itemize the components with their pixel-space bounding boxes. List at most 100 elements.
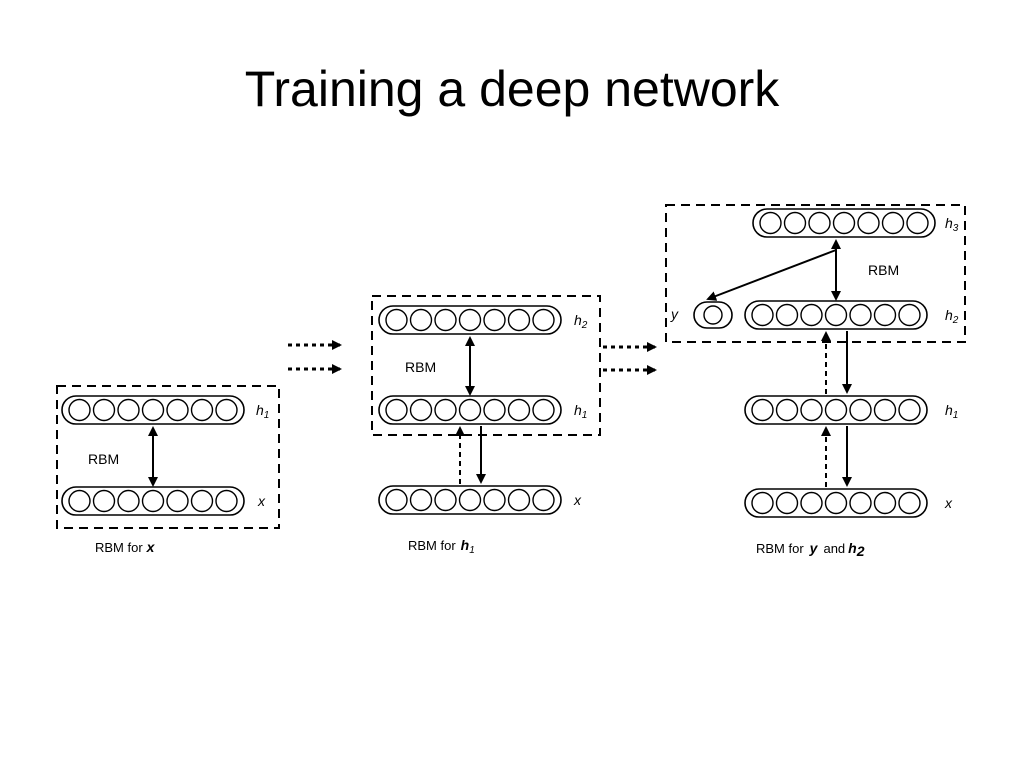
unit-circle [751, 398, 774, 422]
unit-circle [92, 398, 116, 422]
unit-circle [824, 398, 848, 422]
layer-outline [378, 305, 562, 335]
unit-circle [458, 398, 482, 422]
layer-label-h1: h1 [574, 402, 587, 421]
layer-label-x: x [573, 492, 582, 508]
unit-circle [409, 488, 433, 512]
layer-h1 [378, 395, 562, 425]
unit-circle [857, 211, 880, 235]
unit-circle [385, 308, 408, 332]
unit-circle [507, 488, 531, 512]
layer-label-h2: h2 [945, 307, 959, 326]
layer-outline [378, 395, 562, 425]
transition-arrows-1 [288, 340, 342, 374]
unit-circle [873, 491, 897, 515]
unit-circle [215, 489, 238, 513]
unit-circle [483, 398, 506, 422]
slide-title: Training a deep network [244, 61, 780, 117]
unit-circle [824, 303, 848, 327]
layer-label-y: y [670, 306, 679, 322]
unit-circle [68, 489, 91, 513]
layer-outline [61, 486, 245, 516]
layer-label-h2: h2 [574, 312, 588, 331]
unit-circle [800, 303, 823, 327]
unit-circle [458, 308, 482, 332]
layer-outline [752, 208, 936, 238]
unit-circle [385, 398, 408, 422]
layer-outline [744, 300, 928, 330]
rbm-label: RBM [868, 262, 899, 278]
unit-circle [507, 308, 531, 332]
rbm-box [665, 204, 966, 343]
transition-arrows-2 [603, 342, 657, 375]
unit-circle [532, 488, 555, 512]
layer-outline [744, 395, 928, 425]
layer-h2 [378, 305, 562, 335]
unit-circle [775, 398, 799, 422]
unit-circle [906, 211, 929, 235]
rbm-box [56, 385, 280, 529]
unit-circle [92, 489, 116, 513]
layer-h1 [61, 395, 245, 425]
unit-circle [532, 398, 555, 422]
unit-circle [800, 491, 823, 515]
unit-circle [824, 491, 848, 515]
unit-circle [409, 398, 433, 422]
rbm-box [371, 295, 601, 436]
unit-circle [783, 211, 807, 235]
unit-circle [808, 211, 831, 235]
unit-circle [898, 303, 921, 327]
layer-x [744, 488, 928, 518]
layer-h2 [744, 300, 928, 330]
unit-circle [800, 398, 823, 422]
unit-circle [166, 489, 189, 513]
layer-outline [378, 485, 562, 515]
layer-label-x: x [257, 493, 266, 509]
layer-h1 [744, 395, 928, 425]
layer-x [378, 485, 562, 515]
rbm-label: RBM [88, 451, 119, 467]
unit-circle [881, 211, 905, 235]
layer-label-h3: h3 [945, 215, 959, 234]
unit-circle [898, 398, 921, 422]
unit-circle [483, 488, 506, 512]
unit-circle [166, 398, 189, 422]
unit-circle [385, 488, 408, 512]
unit-circle [703, 305, 723, 325]
layer-h3 [752, 208, 936, 238]
unit-circle [873, 303, 897, 327]
unit-circle [775, 303, 799, 327]
unit-circle [849, 303, 872, 327]
unit-circle [117, 489, 140, 513]
rbm-label: RBM [405, 359, 436, 375]
unit-circle [751, 303, 774, 327]
unit-circle [849, 491, 872, 515]
unit-circle [458, 488, 482, 512]
layer-label-h1: h1 [945, 402, 958, 421]
unit-circle [68, 398, 91, 422]
unit-circle [507, 398, 531, 422]
unit-circle [832, 211, 856, 235]
layer-outline [744, 488, 928, 518]
unit-circle [434, 308, 457, 332]
unit-circle [775, 491, 799, 515]
unit-circle [751, 491, 774, 515]
layer-outline [61, 395, 245, 425]
layer-x [61, 486, 245, 516]
unit-circle [215, 398, 238, 422]
unit-circle [141, 489, 165, 513]
unit-circle [759, 211, 782, 235]
unit-circle [532, 308, 555, 332]
unit-circle [190, 398, 214, 422]
unit-circle [483, 308, 506, 332]
rbm-label-connection-arrow [706, 249, 837, 301]
unit-circle [873, 398, 897, 422]
unit-circle [434, 398, 457, 422]
unit-circle [849, 398, 872, 422]
